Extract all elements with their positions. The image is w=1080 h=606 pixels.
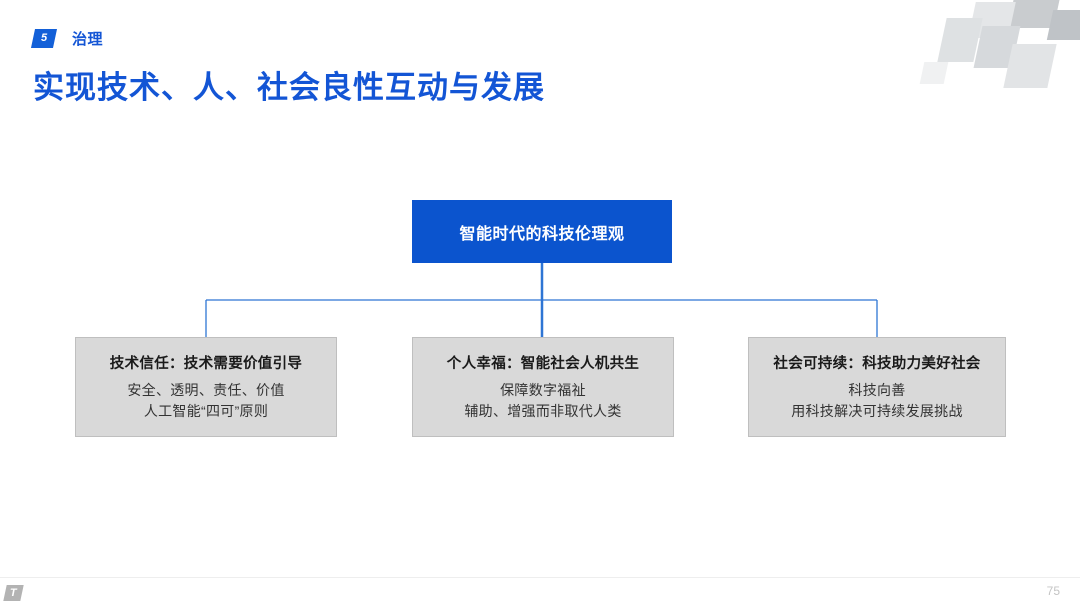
brand-logo-icon: T bbox=[3, 585, 24, 601]
diagram-root-node[interactable]: 智能时代的科技伦理观 bbox=[412, 200, 672, 263]
slide-header: 5 治理 实现技术、人、社会良性互动与发展 bbox=[30, 28, 933, 107]
branch-detail-line: 安全、透明、责任、价值 bbox=[127, 382, 285, 398]
branch-detail-line: 用科技解决可持续发展挑战 bbox=[791, 403, 963, 419]
branch-detail-line: 科技向善 bbox=[848, 382, 906, 398]
diagram-root-label: 智能时代的科技伦理观 bbox=[459, 225, 625, 243]
page-title: 实现技术、人、社会良性互动与发展 bbox=[33, 70, 545, 105]
branch-title: 个人幸福：智能社会人机共生 bbox=[446, 356, 640, 372]
branch-detail-line: 辅助、增强而非取代人类 bbox=[464, 403, 622, 419]
branch-detail-line: 保障数字福祉 bbox=[500, 382, 586, 398]
diagram-branch-node[interactable]: 社会可持续：科技助力美好社会 科技向善 用科技解决可持续发展挑战 bbox=[748, 337, 1006, 437]
section-name-label: 治理 bbox=[72, 30, 104, 48]
diagram-branch-node[interactable]: 个人幸福：智能社会人机共生 保障数字福祉 辅助、增强而非取代人类 bbox=[412, 337, 674, 437]
brand-logo-glyph: T bbox=[10, 586, 17, 599]
branch-title: 社会可持续：科技助力美好社会 bbox=[773, 356, 981, 372]
branch-detail-line: 人工智能“四可”原则 bbox=[143, 403, 269, 419]
page-number: 75 bbox=[1046, 584, 1060, 598]
section-kicker: 5 治理 bbox=[30, 28, 933, 48]
branch-title: 技术信任：技术需要价值引导 bbox=[109, 356, 303, 372]
footer-divider bbox=[0, 577, 1080, 578]
diagram-branch-node[interactable]: 技术信任：技术需要价值引导 安全、透明、责任、价值 人工智能“四可”原则 bbox=[75, 337, 337, 437]
